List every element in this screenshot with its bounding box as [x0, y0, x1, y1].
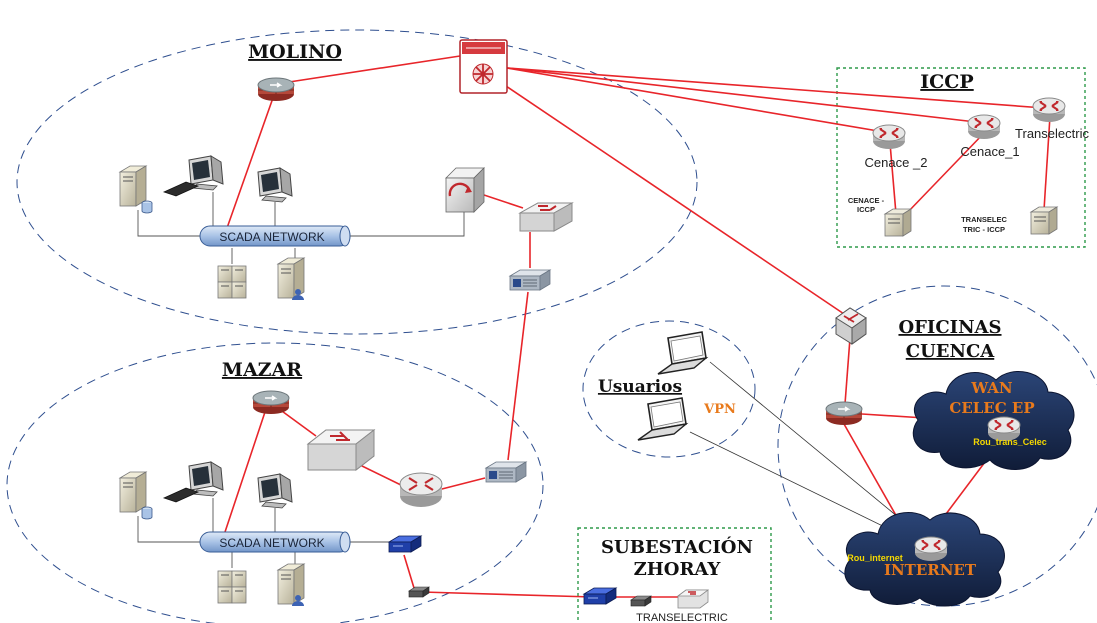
transelectric-router-icon — [1032, 97, 1066, 123]
mazar-title: MAZAR — [222, 359, 302, 381]
iccp-title: ICCP — [920, 71, 973, 93]
mazar-keyboard-icon — [163, 487, 199, 503]
usuarios-laptop-1-icon — [657, 331, 707, 375]
molino-rack-server-icon — [509, 269, 551, 291]
oficinas-title-line2: CUENCA — [906, 341, 996, 362]
subestacion-blue-modem-icon — [583, 587, 617, 605]
internet-label: INTERNET — [884, 561, 977, 579]
cenace-iccp-label-line1: CENACE - — [848, 196, 885, 205]
rou-trans-celec-label: Rou_trans_Celec — [973, 437, 1047, 447]
cenace1-label: Cenace_1 — [960, 144, 1019, 159]
molino-server-stack-icon — [217, 265, 247, 299]
mazar-blue-modem-icon — [388, 535, 422, 553]
link-small-modem-subestacion — [421, 591, 594, 598]
lan-links — [137, 192, 465, 572]
subestacion-title-line1: SUBESTACIÓN — [601, 535, 753, 558]
iccp-zone-boundary — [836, 67, 1086, 248]
link-mazar-switch-router — [359, 464, 406, 488]
rou-internet-label: Rou_internet — [847, 553, 903, 563]
molino-database-icon — [141, 200, 153, 214]
molino-title: MOLINO — [248, 41, 342, 63]
link-core-oficinas-switch — [502, 83, 851, 319]
link-core-cenace1 — [506, 67, 977, 123]
mazar-database-icon — [141, 506, 153, 520]
usuarios-title: Usuarios — [598, 377, 682, 397]
molino-tower-icon — [119, 165, 147, 207]
mazar-scada-label: SCADA NETWORK — [219, 536, 324, 550]
internet-router-icon — [914, 536, 948, 562]
link-rack-mazar-rack — [507, 291, 529, 461]
cenace-iccp-server-icon — [884, 208, 912, 237]
cenace-iccp-label-line2: ICCP — [857, 205, 875, 214]
molino-firewall-icon — [257, 77, 295, 102]
subestacion-zone-boundary — [577, 527, 772, 623]
link-oficinas-switch-firewall — [844, 337, 851, 405]
transelectric-label: Transelectric — [1015, 126, 1089, 141]
link-mazar-modem-small — [403, 554, 415, 589]
cenace1-router-icon — [967, 114, 1001, 140]
molino-backup-server-icon — [445, 167, 485, 213]
usuarios-zone-boundary — [582, 320, 756, 458]
molino-lan-lines — [137, 192, 465, 270]
molino-zone-boundary — [16, 29, 698, 335]
oficinas-firewall-icon — [825, 401, 863, 426]
molino-user-server-icon — [277, 257, 305, 300]
mazar-workstation-icon — [257, 473, 293, 509]
wan-label-line1: WAN — [970, 379, 1013, 397]
subestacion-title-line2: ZHORAY — [634, 559, 722, 580]
core-switch-icon — [459, 39, 508, 94]
link-molino-firewall-scada — [226, 94, 275, 229]
mazar-router-icon — [399, 472, 443, 507]
mazar-server-stack-icon — [217, 570, 247, 604]
link-molino-firewall-core — [275, 55, 461, 85]
transelec-iccp-label-line2: TRIC - ICCP — [963, 225, 1005, 234]
link-mazar-firewall-scada — [224, 411, 266, 533]
link-firewall-wan — [861, 413, 926, 419]
molino-scada-network: SCADA NETWORK — [199, 225, 351, 247]
link-core-cenace2 — [506, 67, 885, 133]
mazar-scada-network: SCADA NETWORK — [199, 531, 351, 553]
mazar-rack-server-icon — [485, 461, 527, 483]
link-core-transelectric — [506, 67, 1045, 109]
mazar-switch-icon — [306, 428, 376, 472]
mazar-lan-lines — [137, 498, 390, 572]
link-cenace1-cenace-iccp — [905, 131, 986, 215]
oficinas-switch-icon — [835, 307, 867, 345]
mazar-tower-icon — [119, 471, 147, 513]
mazar-firewall-icon — [252, 390, 290, 415]
mazar-zone-boundary — [6, 342, 544, 623]
wan-label-line2: CELEC EP — [949, 399, 1034, 417]
link-transelectric-iccp-server — [1043, 115, 1051, 211]
transelec-iccp-label-line1: TRANSELEC — [961, 215, 1007, 224]
molino-keyboard-icon — [163, 181, 199, 197]
transelectric-iccp-server-icon — [1030, 206, 1058, 235]
molino-switch-icon — [519, 202, 573, 232]
usuarios-laptop-2-icon — [637, 397, 687, 441]
vpn-label: VPN — [703, 402, 736, 417]
molino-scada-label: SCADA NETWORK — [219, 230, 324, 244]
link-mazar-router-rack — [437, 477, 486, 491]
molino-workstation-icon — [257, 167, 293, 203]
mazar-small-modem-icon — [408, 586, 430, 598]
cenace2-label: Cenace _2 — [865, 155, 928, 170]
oficinas-title-line1: OFICINAS — [898, 317, 1001, 338]
subestacion-switch-icon — [676, 589, 710, 609]
cenace2-router-icon — [872, 124, 906, 150]
mazar-user-server-icon — [277, 563, 305, 606]
subestacion-transelectric-label: TRANSELECTRIC — [636, 612, 728, 623]
link-cenace2-cenace-iccp — [889, 142, 897, 215]
